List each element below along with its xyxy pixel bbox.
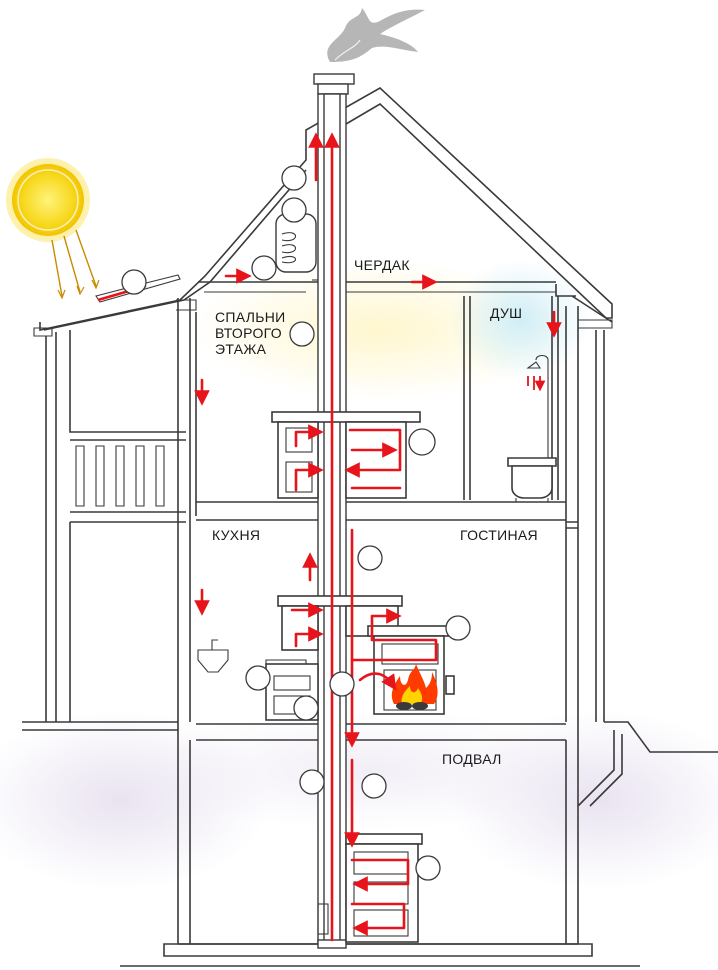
smoke-icon [327, 8, 425, 62]
label-basement: ПОДВАЛ [442, 751, 502, 767]
sun-icon [6, 158, 100, 300]
label-bedrooms-line2: ВТОРОГО [215, 325, 282, 341]
fire-icon [391, 664, 438, 710]
ground-glow [0, 260, 718, 890]
attic-tank [275, 213, 318, 281]
house-walls [22, 296, 718, 967]
label-shower: ДУШ [490, 305, 522, 321]
bathtub-icon [507, 457, 557, 502]
label-bedrooms-line1: СПАЛЬНИ [215, 309, 285, 325]
label-living-room: ГОСТИНАЯ [460, 527, 538, 543]
callout-markers [121, 165, 471, 881]
label-kitchen: КУХНЯ [212, 527, 260, 543]
shower-head-icon [526, 354, 549, 470]
label-attic: ЧЕРДАК [354, 257, 410, 273]
heat-flow-arrows [194, 132, 562, 942]
upper-stove [271, 411, 421, 499]
label-bedrooms-line3: ЭТАЖА [215, 341, 267, 357]
